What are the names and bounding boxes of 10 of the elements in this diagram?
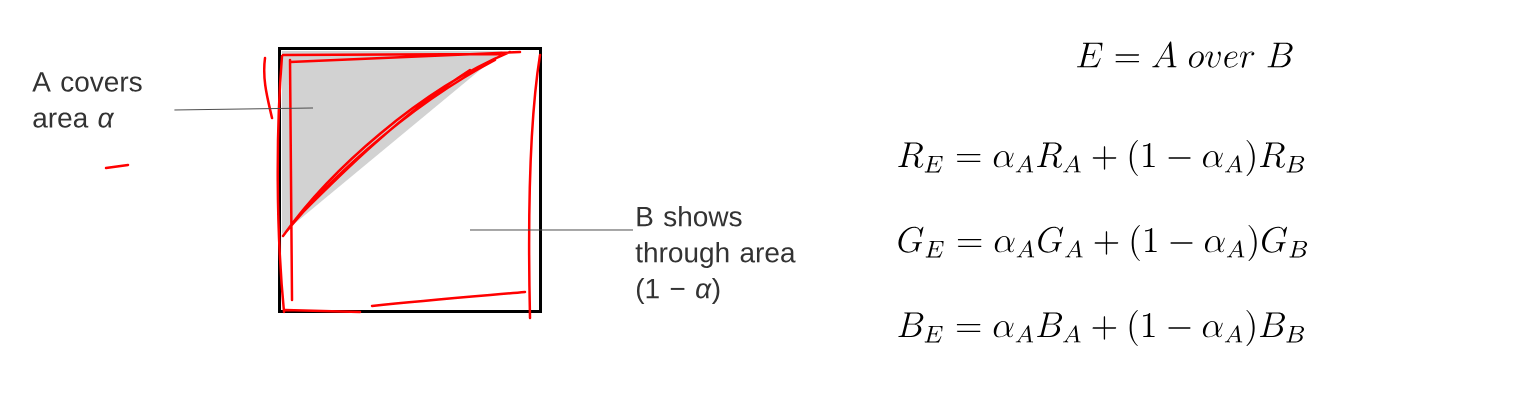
leader-line bbox=[469, 229, 634, 231]
equation: $B_E = \alpha_A B_A + (1-\alpha_A) B_B$ bbox=[898, 310, 1305, 346]
equation: $G_E = \alpha_A G_A + (1-\alpha_A) G_B$ bbox=[898, 225, 1308, 262]
leader-text: B shows through area (1 − α) bbox=[635, 205, 796, 305]
leader-text: A covers area α bbox=[32, 72, 142, 128]
equation: $R_E = \alpha_A R_A + (1-\alpha_A) R_B$ bbox=[898, 140, 1305, 177]
shaded-triangle bbox=[282, 51, 503, 234]
square-outline bbox=[278, 47, 542, 313]
leader-line bbox=[173, 107, 314, 111]
equation: $E = A\;over\;B$ bbox=[1077, 41, 1293, 68]
